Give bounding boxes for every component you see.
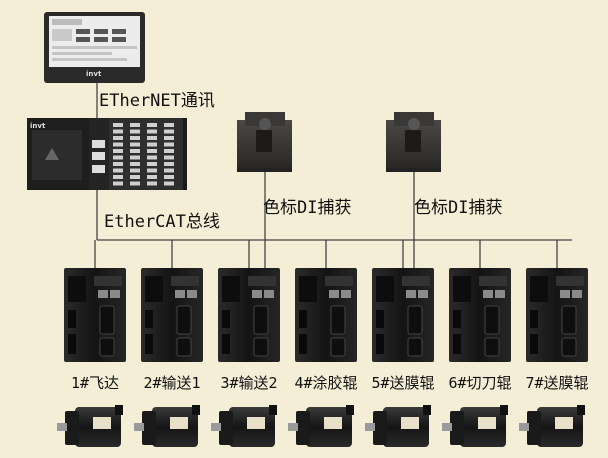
servo-motor-2 — [134, 405, 200, 447]
servo-drive-3 — [218, 268, 280, 362]
axis-label-3: 3#输送2 — [220, 374, 278, 392]
servo-motor-3 — [211, 405, 277, 447]
axis-label-2: 2#输送1 — [143, 374, 201, 392]
servo-motor-7 — [519, 405, 585, 447]
servo-drive-5 — [372, 268, 434, 362]
servo-motor-1 — [57, 405, 123, 447]
axis-label-1: 1#飞达 — [70, 374, 120, 392]
plc-controller — [27, 118, 187, 190]
servo-motor-4 — [288, 405, 354, 447]
servo-drive-2 — [141, 268, 203, 362]
plc-logo: invt — [30, 122, 46, 130]
hmi-panel — [44, 12, 145, 83]
sensor-2-label: 色标DI捕获 — [414, 198, 503, 218]
color-mark-sensor-1 — [237, 112, 292, 172]
servo-motor-5 — [365, 405, 431, 447]
servo-drive-4 — [295, 268, 357, 362]
axis-label-5: 5#送膜辊 — [371, 374, 435, 392]
hmi-logo: invt — [86, 70, 102, 78]
ethernet-label: ETherNET通讯 — [99, 91, 215, 111]
axis-label-4: 4#涂胶辊 — [294, 374, 358, 392]
axis-label-7: 7#送膜辊 — [525, 374, 589, 392]
axis-label-6: 6#切刀辊 — [448, 374, 512, 392]
color-mark-sensor-2 — [386, 112, 441, 172]
servo-drive-7 — [526, 268, 588, 362]
servo-drive-6 — [449, 268, 511, 362]
servo-motor-6 — [442, 405, 508, 447]
ethercat-label: EtherCAT总线 — [104, 212, 220, 232]
servo-drive-1 — [64, 268, 126, 362]
sensor-1-label: 色标DI捕获 — [263, 198, 352, 218]
